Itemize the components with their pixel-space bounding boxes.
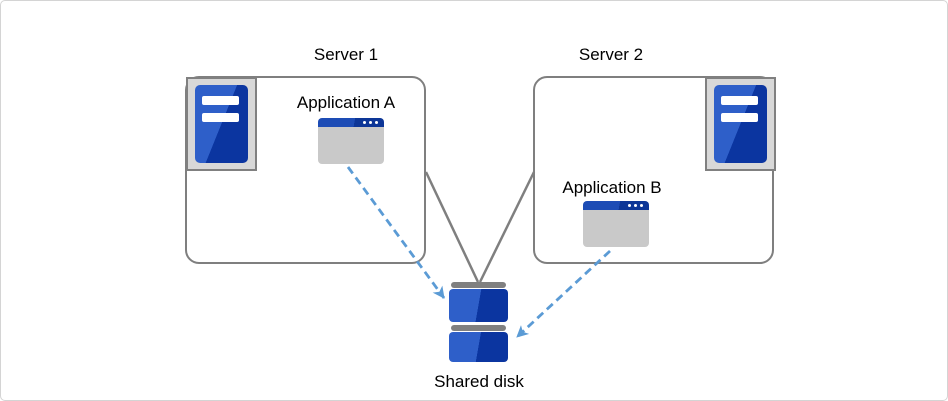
disk-platter <box>449 289 508 322</box>
server-drive-slot <box>202 113 239 122</box>
window-body <box>318 127 384 164</box>
window-buttons-icon <box>362 120 378 124</box>
disk-cap <box>451 325 506 331</box>
shared-disk-label: Shared disk <box>434 372 524 391</box>
window-body <box>583 210 649 247</box>
connector-server2-disk <box>478 171 536 283</box>
application-a-window-icon <box>318 118 384 164</box>
disk-cap <box>451 282 506 288</box>
server-tower-body <box>714 85 767 163</box>
application-b-label: Application B <box>562 178 662 197</box>
application-b-window-icon <box>583 201 649 247</box>
server1-tower-icon <box>186 77 257 171</box>
server2-label: Server 2 <box>578 45 644 64</box>
window-titlebar <box>318 118 384 127</box>
server-drive-slot <box>721 96 758 105</box>
server-drive-slot <box>721 113 758 122</box>
application-a-label: Application A <box>296 93 396 112</box>
server2-tower-icon <box>705 77 776 171</box>
window-titlebar <box>583 201 649 210</box>
shared-disk-icon <box>449 281 508 363</box>
server1-label: Server 1 <box>313 45 379 64</box>
connector-server1-disk <box>424 171 480 283</box>
window-buttons-icon <box>627 203 643 207</box>
server-tower-body <box>195 85 248 163</box>
disk-platter <box>449 332 508 362</box>
server-drive-slot <box>202 96 239 105</box>
